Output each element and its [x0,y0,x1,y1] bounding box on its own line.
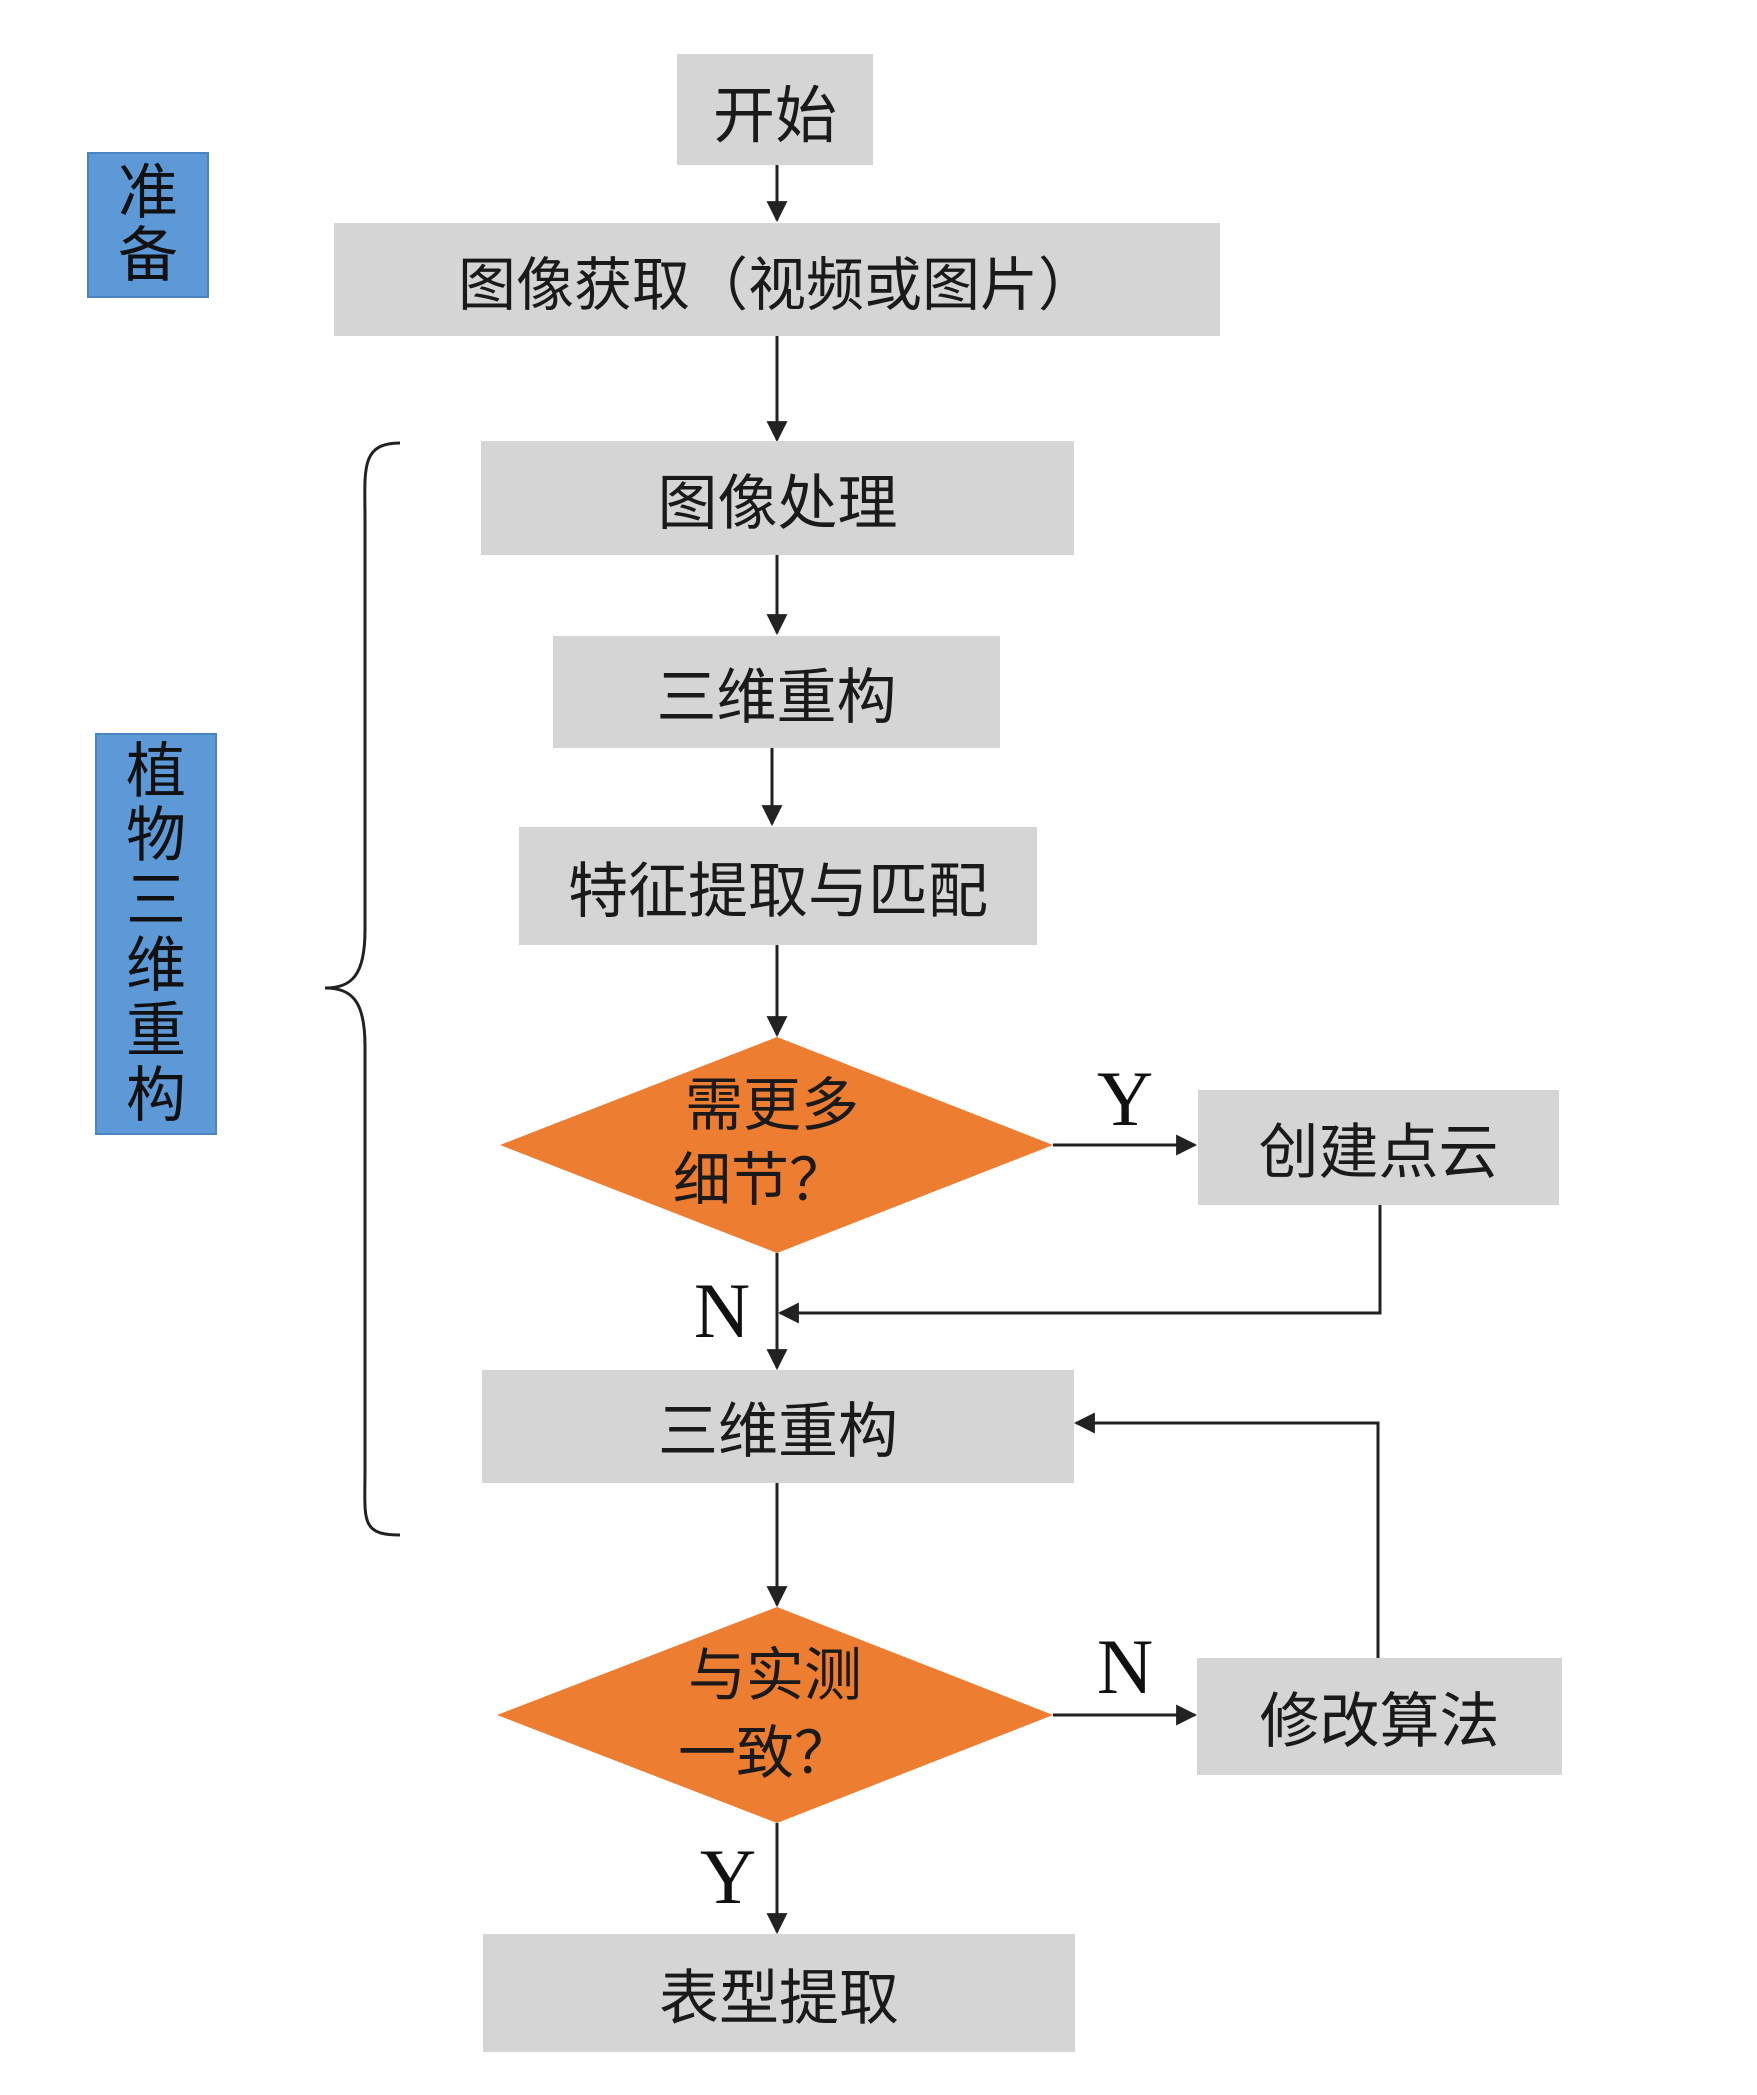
side-label-recon-char-5: 重 [126,995,186,1066]
decision2-diamond [497,1607,1053,1823]
arrow-pointcloud-to-merge [777,1205,1382,1324]
decision1-yes-label: Y [1097,1055,1153,1142]
side-label-prep-char-1: 准 [118,158,178,228]
side-label-prep-char-2: 备 [118,221,178,291]
decision1-line2: 细节？ [673,1146,847,1214]
side-label-reconstruction: 植 物 三 维 重 构 [95,733,217,1135]
side-label-recon-char-1: 植 [126,736,186,807]
reconstruction-node-1: 三维重构 [553,636,1000,748]
side-label-recon-char-3: 三 [126,866,186,937]
reconstruction-node-2: 三维重构 [482,1370,1074,1483]
create-pointcloud-node: 创建点云 [1198,1090,1559,1205]
side-label-recon-char-6: 构 [126,1060,186,1131]
side-label-recon-char-4: 维 [126,931,186,1001]
decision2-no-label: N [1097,1623,1153,1710]
decision1-no-label: N [694,1267,750,1354]
modify-algorithm-node: 修改算法 [1197,1658,1562,1775]
feature-matching-node: 特征提取与匹配 [519,827,1037,945]
side-label-recon-char-2: 物 [126,801,186,872]
arrow-modify-to-recon2 [1073,1412,1380,1658]
decision2-yes-label: Y [700,1833,756,1920]
decision2-line1: 与实测 [688,1641,862,1709]
image-processing-node: 图像处理 [481,441,1074,555]
decision1-line1: 需更多 [685,1071,859,1139]
image-acquisition-node: 图像获取（视频或图片） [334,223,1220,336]
phenotype-extraction-node: 表型提取 [483,1934,1075,2052]
reconstruction-brace [324,441,401,1537]
side-label-prep: 准 备 [87,152,209,298]
decision2-line2: 一致？ [678,1719,852,1787]
decision1-diamond [500,1037,1053,1253]
start-node: 开始 [677,54,873,165]
